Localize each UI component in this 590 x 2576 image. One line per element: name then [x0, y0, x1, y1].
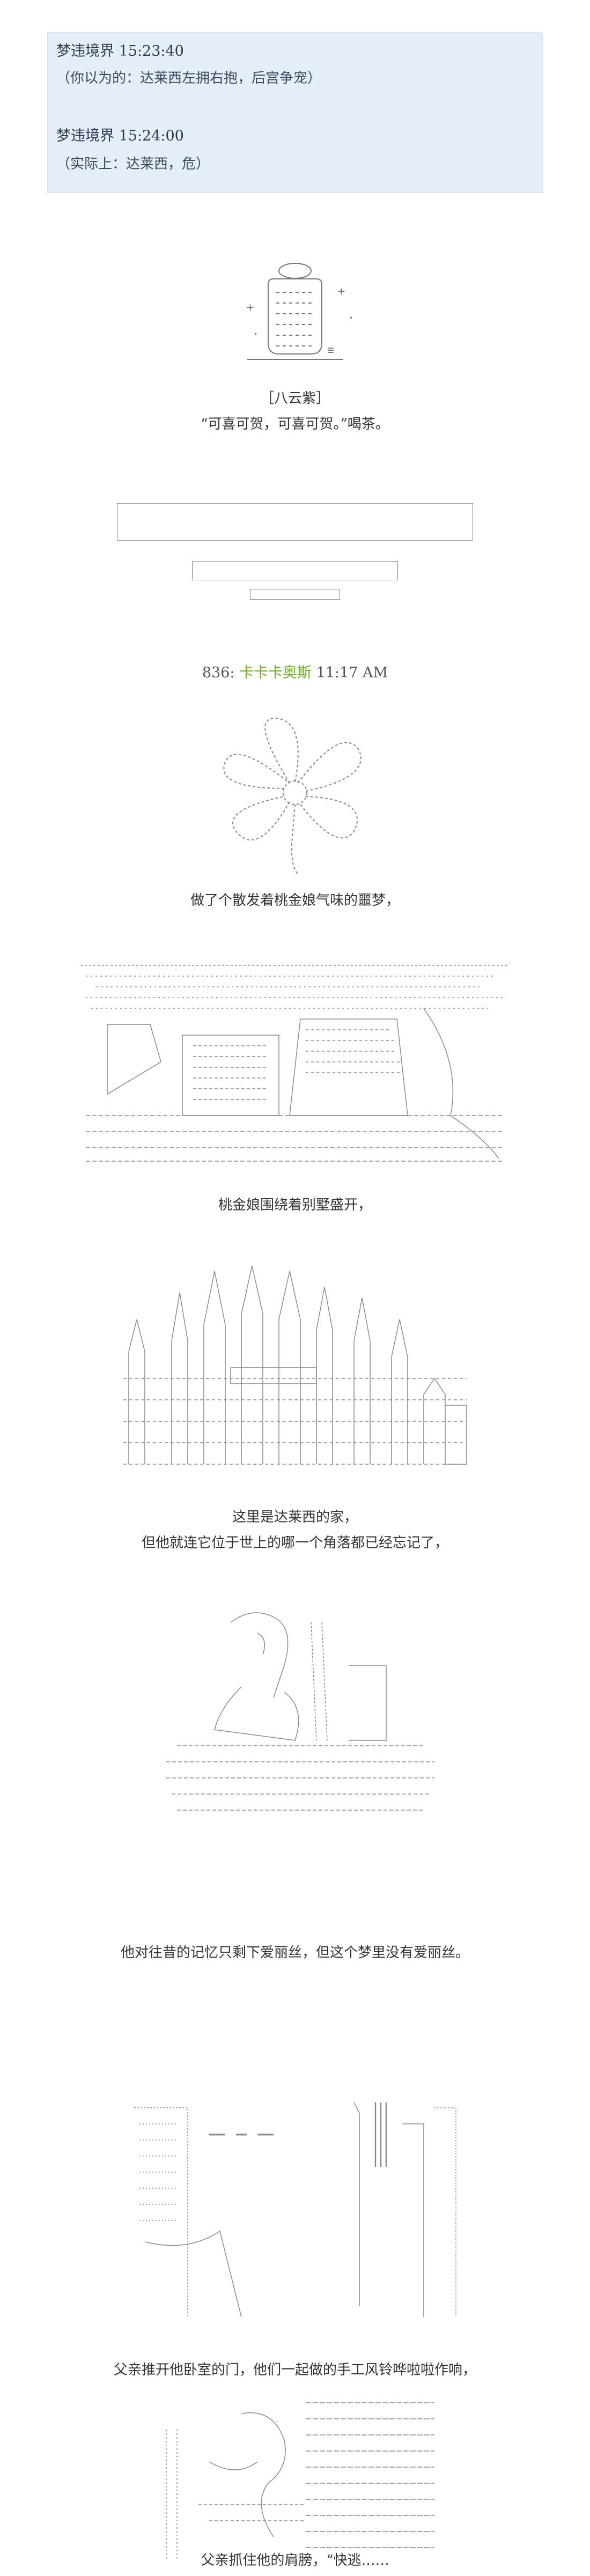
message-time: 15:23:40 — [119, 43, 184, 60]
caption: 做了个散发着桃金娘气味的噩梦， — [190, 892, 400, 909]
door-chime-art — [0, 2092, 590, 2322]
post-number: 836: — [202, 665, 235, 681]
post-header: 836: 卡卡卡奥斯 11:17 AM — [0, 661, 590, 682]
caption: 他对往昔的记忆只剩下爱丽丝，但这个梦里没有爱丽丝。 — [120, 1945, 469, 1961]
character-name: ［八云紫］ — [260, 390, 330, 407]
message-author: 梦违境界 — [56, 128, 114, 144]
message-author: 梦违境界 — [56, 43, 114, 60]
svg-text:·: · — [252, 328, 259, 341]
svg-text:+: + — [247, 301, 254, 314]
post-time: 11:17 AM — [316, 665, 388, 681]
title-banner — [117, 503, 473, 541]
message-time: 15:24:00 — [119, 128, 184, 144]
castle-art — [0, 1260, 590, 1470]
caption: 桃金娘围绕着别墅盛开， — [218, 1197, 372, 1213]
post-author[interactable]: 卡卡卡奥斯 — [239, 665, 312, 681]
svg-text:·: · — [348, 312, 355, 325]
subtitle-banner — [192, 561, 398, 580]
memory-figure-art — [0, 1601, 590, 1815]
message-text: （实际上：达莱西，危） — [56, 156, 210, 172]
message-text: （你以为的：达莱西左拥右抱，后宫争宠） — [56, 70, 322, 86]
svg-text:≡: ≡ — [327, 344, 334, 357]
caption: 但他就连它位于世上的哪一个角落都已经忘记了， — [141, 1535, 448, 1551]
teacup-art: + + · · ≡ — [0, 252, 590, 370]
quote-box: 梦违境界 15:23:40 （你以为的：达莱西左拥右抱，后宫争宠） 梦违境界 1… — [47, 32, 543, 193]
father-shoulder-art — [0, 2397, 590, 2564]
flower-art — [0, 703, 590, 880]
message-header: 梦违境界 15:23:40 — [56, 39, 184, 60]
mansion-myrtle-art — [0, 955, 590, 1169]
message-header: 梦违境界 15:24:00 — [56, 124, 184, 145]
small-banner — [250, 589, 340, 600]
caption: 这里是达莱西的家， — [232, 1509, 358, 1525]
dialogue-line: “可喜可贺，可喜可贺。”喝茶。 — [201, 416, 389, 432]
caption: 父亲抓住他的肩膀，“快逃…… — [201, 2552, 389, 2568]
caption: 父亲推开他卧室的门，他们一起做的手工风铃哗啦啦作响， — [113, 2362, 476, 2378]
svg-text:+: + — [338, 285, 345, 298]
